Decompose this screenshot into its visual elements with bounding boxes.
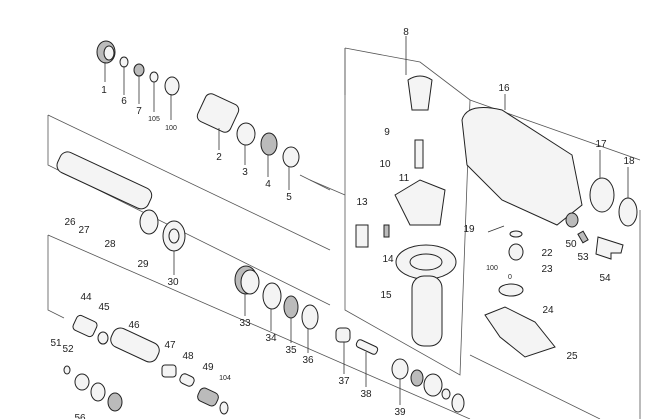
label-48: 48 <box>182 351 194 362</box>
label-54: 54 <box>599 273 611 284</box>
label-0: 0 <box>508 274 512 281</box>
label-6: 6 <box>121 96 127 107</box>
label-100b: 100 <box>486 265 498 272</box>
part-19 <box>487 225 505 233</box>
label-27: 27 <box>78 225 90 236</box>
label-53: 53 <box>577 252 589 263</box>
label-19: 19 <box>463 224 475 235</box>
part-13 <box>355 224 369 248</box>
label-46: 46 <box>128 320 140 331</box>
part-29 <box>139 209 159 235</box>
label-36: 36 <box>302 355 314 366</box>
label-100: 100 <box>165 125 177 132</box>
label-44: 44 <box>80 292 92 303</box>
label-51: 51 <box>50 338 62 349</box>
part-50 <box>565 212 579 228</box>
label-15: 15 <box>380 290 392 301</box>
label-45: 45 <box>98 302 110 313</box>
part-25 <box>484 306 556 358</box>
part-6 <box>119 56 129 68</box>
label-11: 11 <box>399 173 410 184</box>
label-47: 47 <box>164 340 176 351</box>
part-labels: 1 6 7 105 100 2 3 4 5 8 9 10 11 13 14 15… <box>50 27 635 419</box>
part-53 <box>577 230 589 244</box>
label-37: 37 <box>338 376 350 387</box>
label-24: 24 <box>542 305 554 316</box>
label-5: 5 <box>286 192 292 203</box>
part-49 <box>197 387 219 407</box>
part-54 <box>595 236 624 260</box>
part-45 <box>97 331 109 345</box>
label-56: 56 <box>74 413 86 419</box>
part-44 <box>72 314 98 338</box>
label-1: 1 <box>101 85 107 96</box>
part-35 <box>283 295 299 319</box>
part-5 <box>282 146 300 168</box>
part-48 <box>179 373 195 387</box>
label-39: 39 <box>394 407 406 418</box>
part-7 <box>133 63 145 77</box>
label-38: 38 <box>360 389 372 400</box>
part-23 <box>508 243 524 261</box>
part-2 <box>196 93 240 133</box>
leader-lines <box>104 36 629 405</box>
label-25: 25 <box>566 351 578 362</box>
label-4: 4 <box>265 179 271 190</box>
label-3: 3 <box>242 167 248 178</box>
part-18 <box>618 197 638 227</box>
label-33: 33 <box>239 318 251 329</box>
label-50: 50 <box>565 239 577 250</box>
part-52 <box>63 365 71 375</box>
part-34 <box>262 282 282 310</box>
label-30: 30 <box>167 277 179 288</box>
label-13: 13 <box>356 197 368 208</box>
label-9: 9 <box>384 127 390 138</box>
part-11 <box>394 179 446 226</box>
label-104: 104 <box>219 375 231 382</box>
label-34: 34 <box>265 333 277 344</box>
part-56 <box>74 373 90 391</box>
label-10: 10 <box>379 159 391 170</box>
part-24 <box>498 283 524 297</box>
part-36 <box>301 304 319 330</box>
label-35: 35 <box>285 345 297 356</box>
label-26: 26 <box>64 217 76 228</box>
label-49: 49 <box>202 362 214 373</box>
label-14: 14 <box>382 254 394 265</box>
label-52: 52 <box>62 344 74 355</box>
label-7: 7 <box>136 106 142 117</box>
part-100 <box>164 76 180 96</box>
part-10 <box>414 139 424 169</box>
part-9 <box>407 75 433 111</box>
part-38 <box>355 339 379 355</box>
parts <box>56 40 638 415</box>
label-23: 23 <box>541 264 553 275</box>
label-18: 18 <box>623 156 635 167</box>
label-2: 2 <box>216 152 222 163</box>
part-3 <box>236 122 256 146</box>
part-46 <box>110 327 160 363</box>
label-22: 22 <box>541 248 553 259</box>
part-17 <box>589 177 615 213</box>
part-28 <box>56 151 153 210</box>
label-17: 17 <box>595 139 607 150</box>
label-29: 29 <box>137 259 149 270</box>
part-14 <box>383 224 390 238</box>
part-105 <box>149 71 159 83</box>
part-104 <box>219 401 229 415</box>
label-105: 105 <box>148 116 160 123</box>
part-39 <box>391 358 409 380</box>
part-4 <box>260 132 278 156</box>
part-37 <box>335 327 351 343</box>
part-47 <box>161 364 177 378</box>
label-8: 8 <box>403 27 409 38</box>
label-16: 16 <box>498 83 510 94</box>
part-22 <box>509 230 523 238</box>
label-28: 28 <box>104 239 116 250</box>
part-16 <box>461 107 583 226</box>
